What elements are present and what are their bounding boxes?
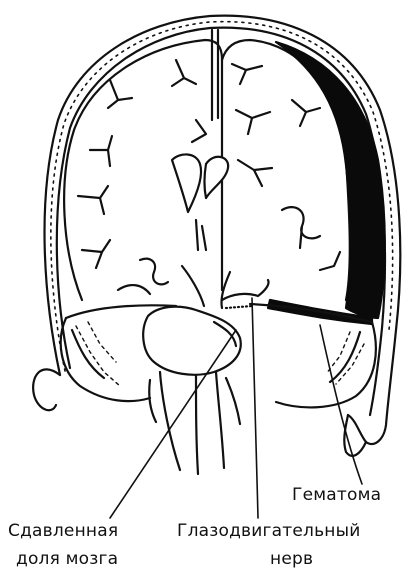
cerebellum-right (276, 322, 376, 407)
oculomotor-nerve-label-line1: Глазодвигательный (177, 520, 361, 542)
oculomotor-nerve (222, 280, 269, 300)
compressed-lobe-label-line2: доля мозга (16, 548, 118, 570)
cerebellum-left (61, 318, 150, 401)
ventricle-left (172, 154, 201, 212)
hematoma (276, 42, 385, 318)
leader-oculomotor-nerve (252, 298, 258, 518)
oculomotor-nerve-label-line2: нерв (270, 548, 313, 570)
leader-hematoma (320, 325, 362, 484)
hematoma-label: Гематома (292, 484, 381, 506)
left-ear (33, 369, 60, 410)
compressed-lobe (143, 307, 241, 375)
compressed-lobe-label-line1: Сдавленная (8, 520, 118, 542)
brainstem (160, 372, 224, 474)
ventricle-right (205, 157, 229, 198)
